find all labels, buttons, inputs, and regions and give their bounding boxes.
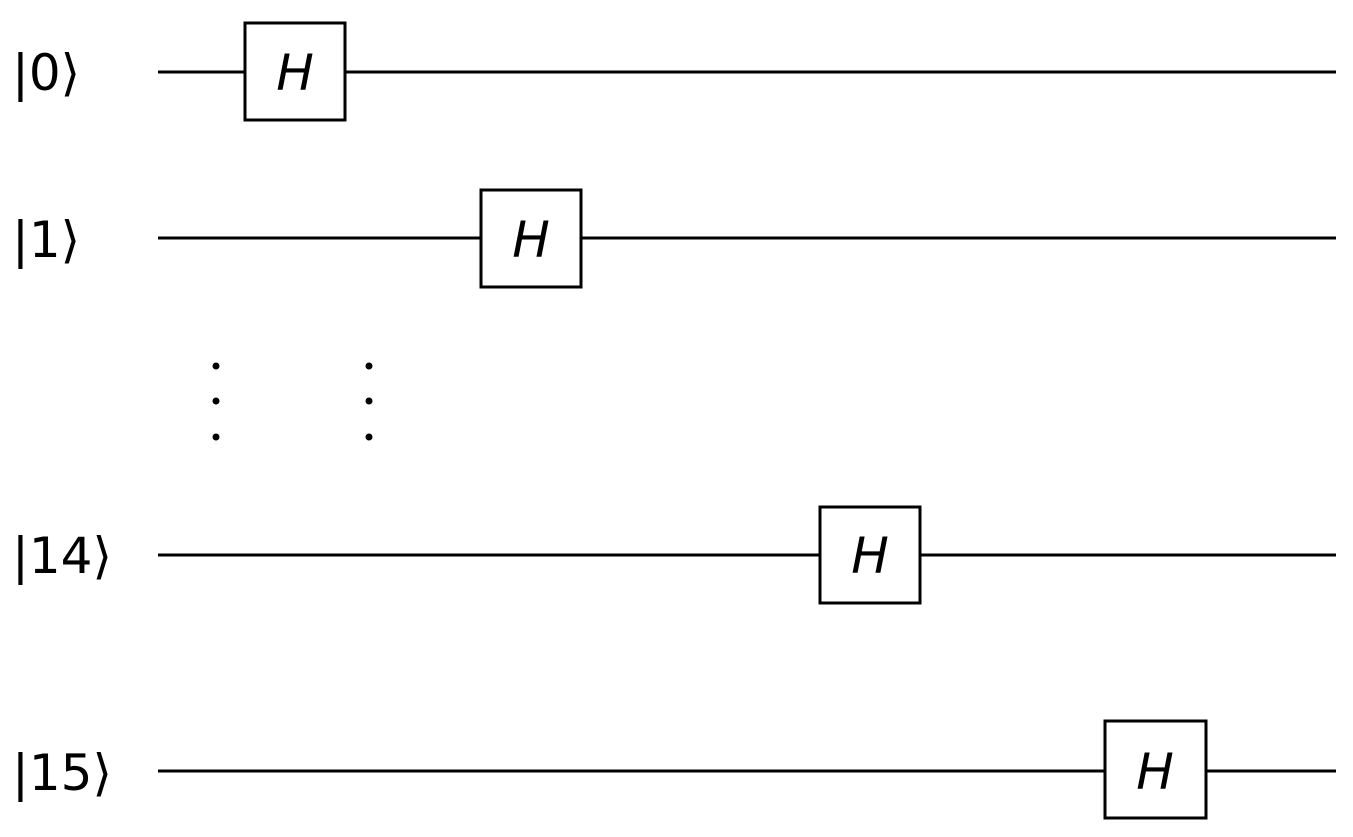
- ellipsis-dot: [212, 362, 220, 370]
- qubit-label-0: |0⟩: [12, 44, 80, 102]
- qubit-label-1: |1⟩: [12, 211, 80, 269]
- gate-label-1: H: [512, 211, 550, 269]
- qubit-row-14: |14⟩ H: [12, 505, 1336, 605]
- hadamard-gate-0: H: [243, 21, 347, 122]
- hadamard-gate-15: H: [1103, 719, 1208, 820]
- gate-label-15: H: [1136, 743, 1174, 801]
- ellipsis-dot: [212, 433, 220, 441]
- ellipsis-dot: [365, 433, 373, 441]
- gate-box-1: [479, 188, 583, 289]
- qubit-label-15: |15⟩: [12, 744, 112, 802]
- qubit-label-14: |14⟩: [12, 527, 112, 585]
- ellipsis-dot: [212, 397, 220, 405]
- hadamard-gate-14: H: [818, 505, 922, 605]
- gate-box-14: [818, 505, 922, 605]
- gate-box-0: [243, 21, 347, 122]
- hadamard-gate-1: H: [479, 188, 583, 289]
- vertical-ellipsis: [212, 362, 373, 441]
- qubit-row-15: |15⟩ H: [12, 719, 1336, 820]
- qubit-row-1: |1⟩ H: [12, 188, 1336, 289]
- gate-box-15: [1103, 719, 1208, 820]
- qubit-row-0: |0⟩ H: [12, 21, 1336, 122]
- gate-label-0: H: [276, 44, 314, 102]
- ellipsis-dot: [365, 362, 373, 370]
- ellipsis-dot: [365, 397, 373, 405]
- gate-label-14: H: [851, 527, 889, 585]
